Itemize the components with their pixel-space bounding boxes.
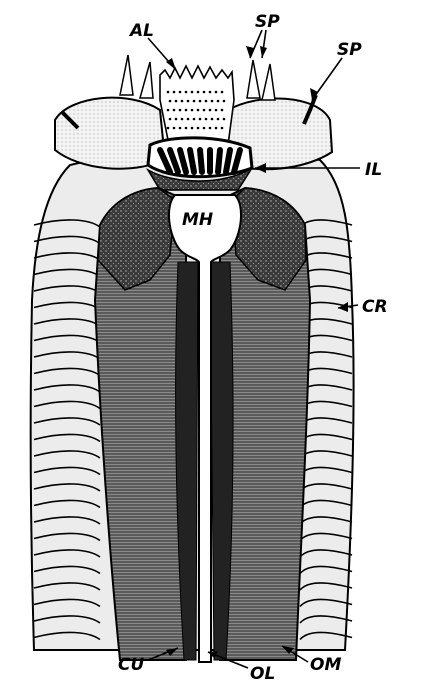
lamella-dot xyxy=(199,118,202,121)
lamella-dot xyxy=(221,91,224,94)
lamella-dot xyxy=(215,109,218,112)
lamella-dot xyxy=(179,127,182,130)
lamella-dot xyxy=(203,127,206,130)
lamella-dot xyxy=(181,118,184,121)
lamella-dot xyxy=(197,91,200,94)
lamella-dot xyxy=(173,91,176,94)
lamella-dot xyxy=(209,91,212,94)
lamella-dot xyxy=(221,127,224,130)
lamella-dot xyxy=(211,118,214,121)
lamella-dot xyxy=(215,91,218,94)
buccal-tooth xyxy=(226,150,230,172)
label-cu: CU xyxy=(118,655,144,675)
lamella-dot xyxy=(167,127,170,130)
lamella-dot xyxy=(173,127,176,130)
inner-layer-right xyxy=(210,262,233,660)
lamella-dot xyxy=(223,100,226,103)
label-cr: CR xyxy=(362,297,388,317)
lamella-dot xyxy=(179,109,182,112)
lamella-dot xyxy=(205,118,208,121)
lamella-dot xyxy=(191,109,194,112)
lamella-dot xyxy=(181,100,184,103)
lamella-dot xyxy=(191,127,194,130)
lamella-dot xyxy=(167,91,170,94)
lamella-dot xyxy=(197,127,200,130)
label-sp-right: SP xyxy=(337,40,362,60)
lamella-dot xyxy=(187,100,190,103)
lamella-dot xyxy=(205,100,208,103)
lamella-dot xyxy=(167,109,170,112)
lamella-dot xyxy=(173,109,176,112)
lip-spine-right xyxy=(247,60,260,98)
lamella-dot xyxy=(211,100,214,103)
label-mh: MH xyxy=(182,210,213,230)
lip-spine-right-2 xyxy=(262,64,275,100)
lamella-dot xyxy=(193,118,196,121)
buccal-tooth xyxy=(218,150,220,172)
label-al: AL xyxy=(128,21,154,41)
lamella-dot xyxy=(209,109,212,112)
lamella-dot xyxy=(185,109,188,112)
label-ol: OL xyxy=(250,664,275,680)
lamella-dot xyxy=(169,118,172,121)
lamella-dot xyxy=(175,118,178,121)
lamella-dot xyxy=(223,118,226,121)
lamella-dot xyxy=(191,91,194,94)
lip-spine-left-2 xyxy=(140,62,153,98)
lamella-dot xyxy=(217,118,220,121)
lamella-dot xyxy=(179,91,182,94)
lamella-dot xyxy=(221,109,224,112)
lamella-dot xyxy=(193,100,196,103)
lamella-dot xyxy=(175,100,178,103)
lamella-dot xyxy=(199,100,202,103)
lamella-dot xyxy=(217,100,220,103)
lamella-dot xyxy=(185,127,188,130)
lamella-dot xyxy=(169,100,172,103)
lip-spine-left xyxy=(120,55,133,95)
lamella-dot xyxy=(203,109,206,112)
lamella-dot xyxy=(185,91,188,94)
lamella-dot xyxy=(187,118,190,121)
buccal-tooth xyxy=(190,150,194,172)
buccal-tooth xyxy=(200,150,202,172)
lamella-dot xyxy=(215,127,218,130)
lamella-dot xyxy=(209,127,212,130)
label-sp-left: SP xyxy=(255,12,280,32)
lamella-dot xyxy=(203,91,206,94)
label-om: OM xyxy=(310,655,341,675)
lamella-dot xyxy=(197,109,200,112)
label-il: IL xyxy=(365,160,382,180)
